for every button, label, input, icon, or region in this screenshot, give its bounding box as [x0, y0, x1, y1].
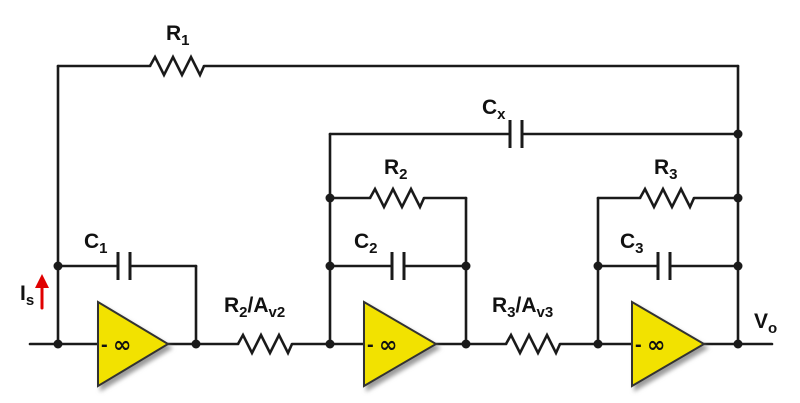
- junction-dot: [325, 339, 335, 349]
- opamp-1-minus-sign: -: [101, 334, 108, 356]
- opamp-3-triangle: [631, 300, 706, 388]
- capacitor-cx: [508, 120, 524, 148]
- junction-dot: [325, 193, 335, 203]
- opamp-1: - ∞: [97, 300, 170, 388]
- opamps: - ∞ - ∞ - ∞: [97, 300, 706, 388]
- junction-dot: [53, 339, 63, 349]
- wiring: [28, 64, 774, 346]
- junction-dot: [461, 261, 471, 271]
- resistor-r3-av3: [504, 332, 562, 357]
- junction-dot: [733, 339, 743, 349]
- junction-dot: [461, 339, 471, 349]
- resistor-r1: [148, 54, 206, 79]
- opamp-2-triangle: [363, 300, 438, 388]
- label-c2: C2: [354, 230, 378, 257]
- junction-dot: [53, 261, 63, 271]
- junction-dot: [733, 261, 743, 271]
- capacitors: [116, 120, 672, 280]
- label-r1: R1: [166, 22, 190, 49]
- junction-dot: [733, 129, 743, 139]
- labels: R1 Cx R2 R3 C1 C2 C3 Is Vo R2/Av2: [20, 22, 777, 337]
- label-c1: C1: [84, 230, 108, 257]
- label-cx: Cx: [482, 96, 506, 123]
- label-r2-av2: R2/Av2: [224, 294, 285, 321]
- label-c3: C3: [620, 230, 644, 257]
- resistor-r3: [638, 186, 696, 211]
- junction-dot: [191, 339, 201, 349]
- opamp-2: - ∞: [363, 300, 438, 388]
- capacitor-c3: [656, 252, 672, 280]
- junction-dots: [53, 129, 743, 349]
- junction-dot: [325, 261, 335, 271]
- label-r2: R2: [384, 156, 408, 183]
- resistor-r2-av2: [236, 332, 294, 357]
- opamp-3: - ∞: [631, 300, 706, 388]
- label-r3-av3: R3/Av3: [492, 294, 553, 321]
- resistors: [148, 54, 696, 357]
- current-arrow-icon: [35, 274, 49, 310]
- junction-dot: [593, 261, 603, 271]
- junction-dot: [593, 339, 603, 349]
- junction-dot: [733, 193, 743, 203]
- capacitor-c2: [390, 252, 406, 280]
- opamp-1-triangle: [97, 300, 170, 388]
- opamp-3-minus-sign: -: [635, 334, 642, 356]
- opamp-3-infinity-symbol: ∞: [647, 333, 665, 358]
- opamp-2-infinity-symbol: ∞: [379, 333, 397, 358]
- label-r3: R3: [654, 156, 678, 183]
- opamp-2-minus-sign: -: [367, 334, 374, 356]
- capacitor-c1: [116, 252, 132, 280]
- label-vo: Vo: [754, 310, 777, 337]
- opamp-1-infinity-symbol: ∞: [113, 333, 131, 358]
- label-is: Is: [20, 282, 34, 309]
- resistor-r2: [368, 186, 426, 211]
